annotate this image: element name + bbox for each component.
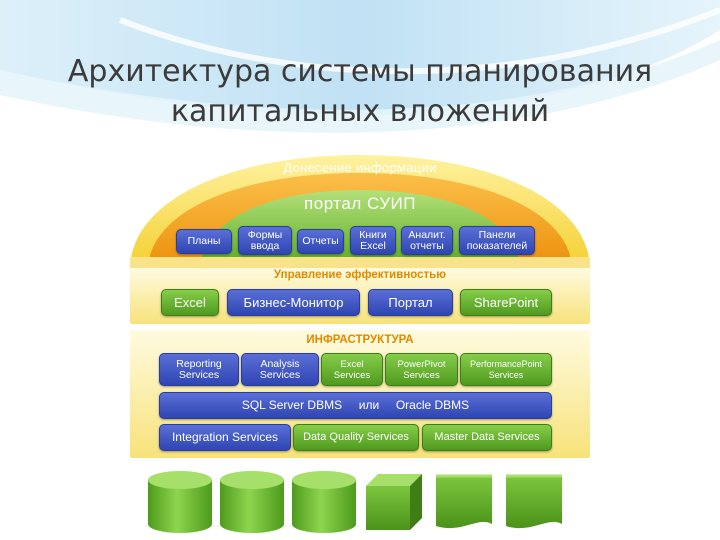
perf-item-portal: Портал xyxy=(368,289,453,316)
perf-item-business-monitor: Бизнес-Монитор xyxy=(227,289,360,316)
slide-title: Архитектура системы планирования капитал… xyxy=(0,52,720,132)
portal-label: портал СУИП xyxy=(304,194,416,213)
dbms-bar: SQL Server DBMS или Oracle DBMS xyxy=(159,392,552,419)
service-analysis: Analysis Services xyxy=(241,353,319,386)
service-excel: Excel Services xyxy=(321,353,383,386)
master-data-services: Master Data Services xyxy=(422,424,552,451)
document-icon-1 xyxy=(436,474,492,529)
perf-item-excel: Excel xyxy=(161,289,219,316)
data-sources xyxy=(148,471,562,533)
service-performancepoint: PerformancePoint Services xyxy=(460,353,552,386)
performance-label: Управление эффективностью xyxy=(273,269,447,281)
perf-item-sharepoint: SharePoint xyxy=(460,289,552,316)
database-icon-2 xyxy=(220,471,284,533)
infrastructure-label: ИНФРАСТРУКТУРА xyxy=(306,334,414,346)
database-icon-1 xyxy=(148,471,212,533)
integration-services: Integration Services xyxy=(159,424,291,451)
portal-item-reports: Отчеты xyxy=(297,229,344,254)
title-line-1: Архитектура системы планирования xyxy=(67,54,653,89)
portal-item-analytic-reports: Аналит. отчеты xyxy=(401,226,453,255)
cube-icon xyxy=(366,474,422,530)
portal-item-plans: Планы xyxy=(176,229,232,254)
portal-item-excel-books: Книги Excel xyxy=(350,226,396,255)
dome-top-label: Донесение информации xyxy=(283,160,437,175)
portal-item-dashboards: Панели показателей xyxy=(459,226,535,255)
data-quality-services: Data Quality Services xyxy=(293,424,419,451)
service-reporting: Reporting Services xyxy=(159,353,239,386)
title-line-2: капитальных вложений xyxy=(170,94,550,129)
database-icon-3 xyxy=(292,471,356,533)
portal-item-input-forms: Формы ввода xyxy=(238,226,292,255)
service-powerpivot: PowerPivot Services xyxy=(385,353,458,386)
document-icon-2 xyxy=(506,474,562,529)
